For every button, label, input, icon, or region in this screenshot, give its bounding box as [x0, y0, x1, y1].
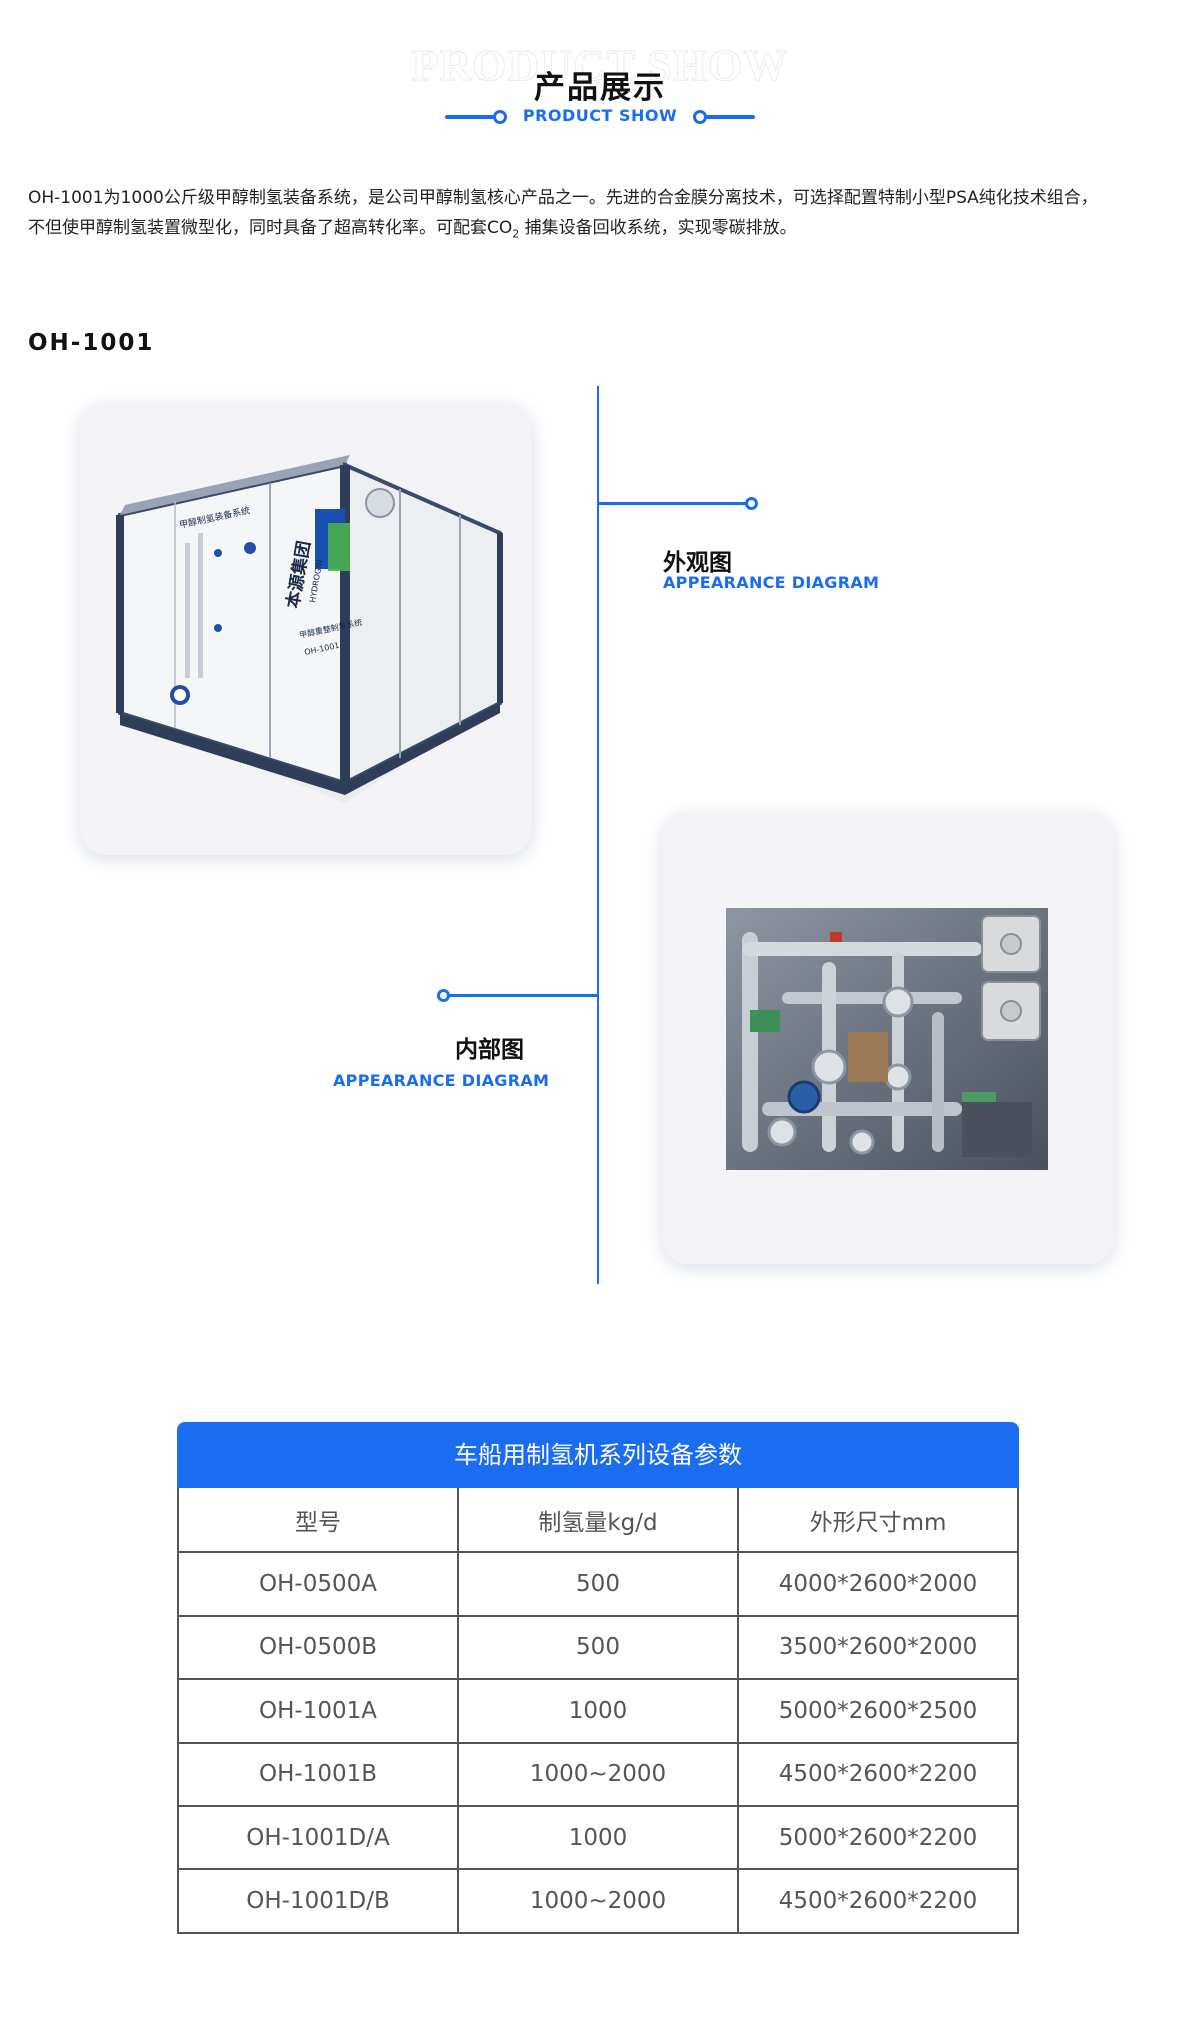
interior-image-card	[662, 812, 1114, 1264]
title-decoration-right	[693, 110, 755, 124]
table-row: OH-1001D/A 1000 5000*2600*2200	[179, 1804, 1017, 1869]
intro-line-2: 不但使甲醇制氢装置微型化，同时具备了超高转化率。可配套CO2 捕集设备回收系统，…	[28, 218, 797, 241]
cell-model: OH-1001D/A	[246, 1824, 390, 1851]
table-row: OH-0500A 500 4000*2600*2000	[179, 1551, 1017, 1615]
cell-model: OH-1001A	[259, 1697, 377, 1724]
cell-model: OH-0500B	[258, 1634, 377, 1661]
title-decoration-left	[445, 110, 507, 124]
interior-piping-illustration	[726, 908, 1048, 1170]
cell-model: OH-0500A	[259, 1571, 377, 1598]
interior-connector	[446, 994, 598, 997]
cell-output: 1000~2000	[457, 1870, 737, 1932]
interior-connector-dot	[437, 989, 450, 1002]
exterior-connector	[598, 502, 748, 505]
header-cell-model: 型号	[295, 1509, 341, 1536]
spec-table: 车船用制氢机系列设备参数 型号 制氢量kg/d 外形尺寸mm OH-0500A …	[177, 1422, 1019, 1934]
cell-output: 1000	[457, 1806, 737, 1869]
page-subtitle: PRODUCT SHOW	[522, 106, 678, 125]
table-row: OH-0500B 500 3500*2600*2000	[179, 1614, 1017, 1679]
page-title: 产品展示	[534, 70, 666, 106]
cell-output: 500	[457, 1616, 737, 1679]
header-cell-size: 外形尺寸mm	[737, 1488, 1017, 1552]
cell-size: 5000*2600*2200	[737, 1806, 1017, 1869]
exterior-subtitle: APPEARANCE DIAGRAM	[663, 573, 880, 592]
cell-model: OH-1001D/B	[246, 1888, 390, 1915]
header-cell-output: 制氢量kg/d	[457, 1488, 737, 1552]
table-grid: 型号 制氢量kg/d 外形尺寸mm OH-0500A 500 4000*2600…	[177, 1488, 1019, 1934]
cell-output: 500	[457, 1553, 737, 1615]
timeline-line	[597, 386, 599, 1284]
table-row: OH-1001B 1000~2000 4500*2600*2200	[179, 1741, 1017, 1805]
header-ghost-text: PRODUCT SHOW	[411, 41, 789, 91]
table-header-row: 型号 制氢量kg/d 外形尺寸mm	[179, 1488, 1017, 1552]
exterior-title: 外观图	[663, 550, 732, 576]
cell-output: 1000	[457, 1680, 737, 1742]
intro-line-1: OH-1001为1000公斤级甲醇制氢装备系统，是公司甲醇制氢核心产品之一。先进…	[28, 188, 1098, 208]
cell-model: OH-1001B	[258, 1761, 377, 1788]
exterior-connector-dot	[745, 497, 758, 510]
model-heading: OH-1001	[28, 330, 155, 356]
cell-size: 4500*2600*2200	[737, 1743, 1017, 1805]
intro-paragraph: OH-1001为1000公斤级甲醇制氢装备系统，是公司甲醇制氢核心产品之一。先进…	[28, 183, 1178, 249]
table-row: OH-1001A 1000 5000*2600*2500	[179, 1678, 1017, 1742]
cell-size: 4000*2600*2000	[737, 1553, 1017, 1615]
exterior-container-illustration: 甲醇制氢装备系统 本源集团 HYDROGIN 甲醇重整制氢系统 OH-1001	[116, 455, 503, 803]
cell-size: 3500*2600*2000	[737, 1616, 1017, 1679]
table-row: OH-1001D/B 1000~2000 4500*2600*2200	[179, 1868, 1017, 1932]
table-title: 车船用制氢机系列设备参数	[177, 1422, 1019, 1488]
cell-output: 1000~2000	[457, 1743, 737, 1805]
interior-subtitle: APPEARANCE DIAGRAM	[333, 1071, 550, 1090]
section-header: PRODUCT SHOW 产品展示 PRODUCT SHOW	[0, 0, 1200, 140]
exterior-image-card: 甲醇制氢装备系统 本源集团 HYDROGIN 甲醇重整制氢系统 OH-1001	[80, 403, 532, 855]
cell-size: 5000*2600*2500	[737, 1680, 1017, 1742]
cell-size: 4500*2600*2200	[737, 1870, 1017, 1932]
interior-title: 内部图	[455, 1037, 524, 1063]
